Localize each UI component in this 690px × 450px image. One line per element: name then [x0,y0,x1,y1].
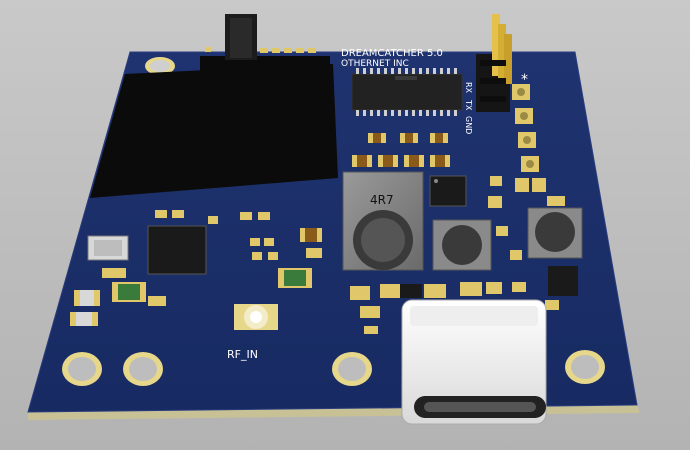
mounting-holes [62,57,605,386]
header-labels: RX TX GND * [464,72,528,134]
top-edge-pads [205,47,316,53]
green-filter-right [278,268,312,288]
board-title: DREAMCATCHER 5.0 OTHERNET INC [341,48,443,69]
rx-label: RX [464,82,473,94]
qfn-chip [429,175,467,207]
gnd-label: GND [464,116,473,134]
passive-row-upper [352,133,450,167]
maker-text: OTHERNET INC [341,59,409,69]
crystal [87,235,129,261]
tx-label: TX [464,99,473,111]
small-inductor-left [432,219,492,271]
small-inductor-right [527,207,583,259]
passive-cluster-right [488,176,578,310]
main-ic [351,68,463,116]
title-text: DREAMCATCHER 5.0 [341,48,443,59]
usb-c-connector [401,299,547,425]
left-qfn [147,225,207,275]
inductor-marking: 4R7 [370,193,394,207]
ufl-connector: RF_IN [227,304,278,361]
pin-header [476,14,512,112]
passive-row-lower [350,282,502,334]
side-pads [512,84,539,172]
rf-in-label: RF_IN [227,348,258,361]
star-mark: * [521,72,528,88]
green-filter-left [112,282,146,302]
passive-cluster-left [70,210,322,326]
rf-module-shield [90,14,338,198]
inductor-4r7: 4R7 [342,171,424,271]
